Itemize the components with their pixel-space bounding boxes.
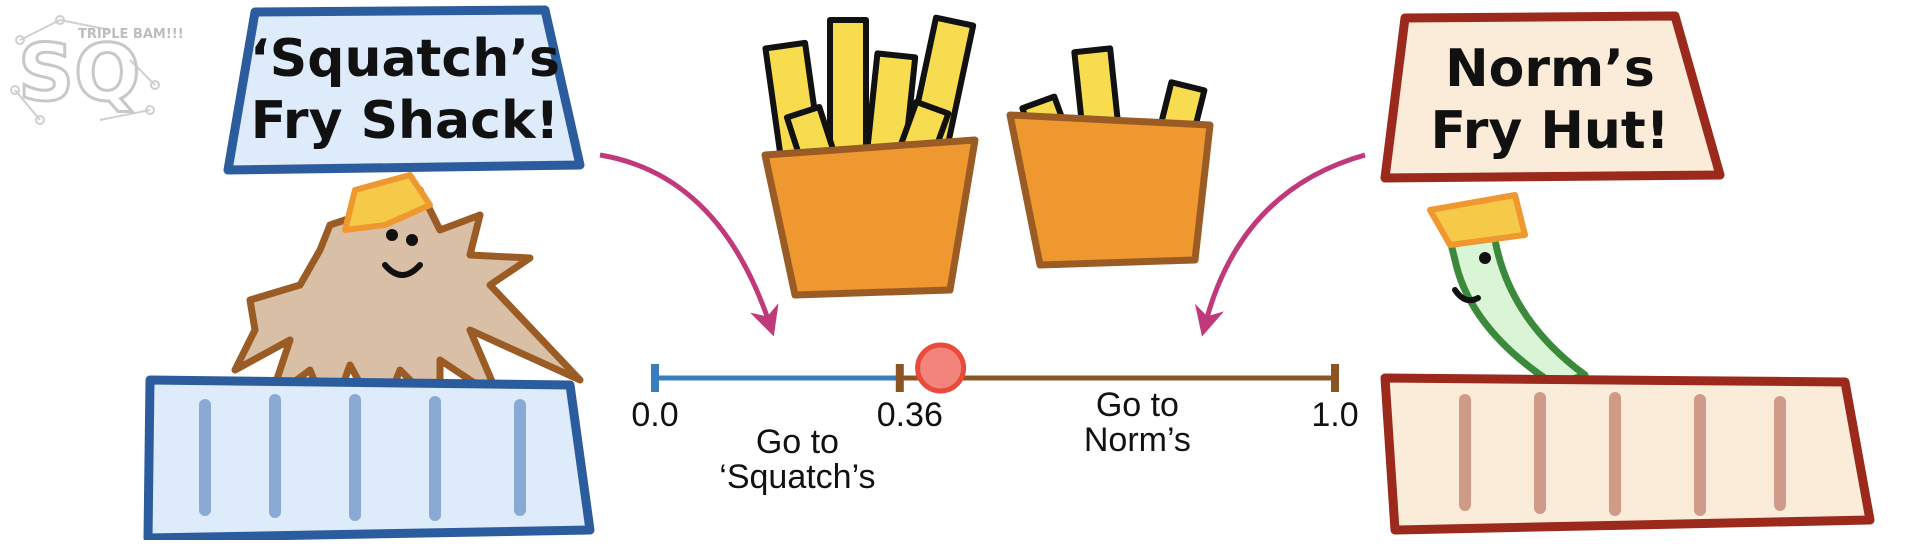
region-label-norm-line1: Go to (1096, 386, 1179, 424)
arrow-to-squatch-region (599, 152, 779, 337)
squatch-eye-right (406, 234, 418, 246)
norm-hat (1427, 192, 1528, 248)
statquest-logo: SQ TRIPLE BAM!!! (10, 15, 184, 125)
norm-character (1427, 192, 1589, 389)
logo-letters: SQ (18, 29, 140, 119)
squatch-smile (382, 262, 423, 278)
number-line: 0.0 0.36 1.0 Go to ‘Squatch’s Go to Norm… (631, 342, 1359, 496)
squatch-booth (143, 375, 595, 543)
logo-tag: TRIPLE BAM!!! (78, 27, 184, 42)
squatch-eye-left (386, 229, 398, 241)
squatch-sign-line2: Fry Shack! (251, 91, 560, 151)
squatch-sign-line1: ‘Squatch’s (250, 29, 560, 89)
tick-label-max: 1.0 (1311, 396, 1358, 434)
norm-sign-line1: Norm’s (1445, 39, 1655, 99)
squatch-hat (342, 172, 433, 233)
region-label-norm-line2: Norm’s (1084, 421, 1191, 459)
large-fries (761, 14, 979, 299)
squatch-sign: ‘Squatch’s Fry Shack! (223, 5, 585, 175)
region-label-squatch-line2: ‘Squatch’s (719, 458, 875, 496)
norm-booth (1380, 373, 1875, 535)
small-fries (1006, 45, 1214, 269)
region-label-squatch-line1: Go to (756, 423, 839, 461)
norm-smile (1452, 287, 1481, 304)
squatch-character (231, 172, 584, 424)
value-marker (915, 342, 967, 394)
tick-label-threshold: 0.36 (877, 396, 943, 434)
norm-sign: Norm’s Fry Hut! (1380, 11, 1725, 183)
norm-eye (1479, 252, 1491, 264)
arrow-to-norm-region (1195, 152, 1366, 337)
tick-label-min: 0.0 (631, 396, 678, 434)
norm-sign-line2: Fry Hut! (1431, 101, 1670, 161)
